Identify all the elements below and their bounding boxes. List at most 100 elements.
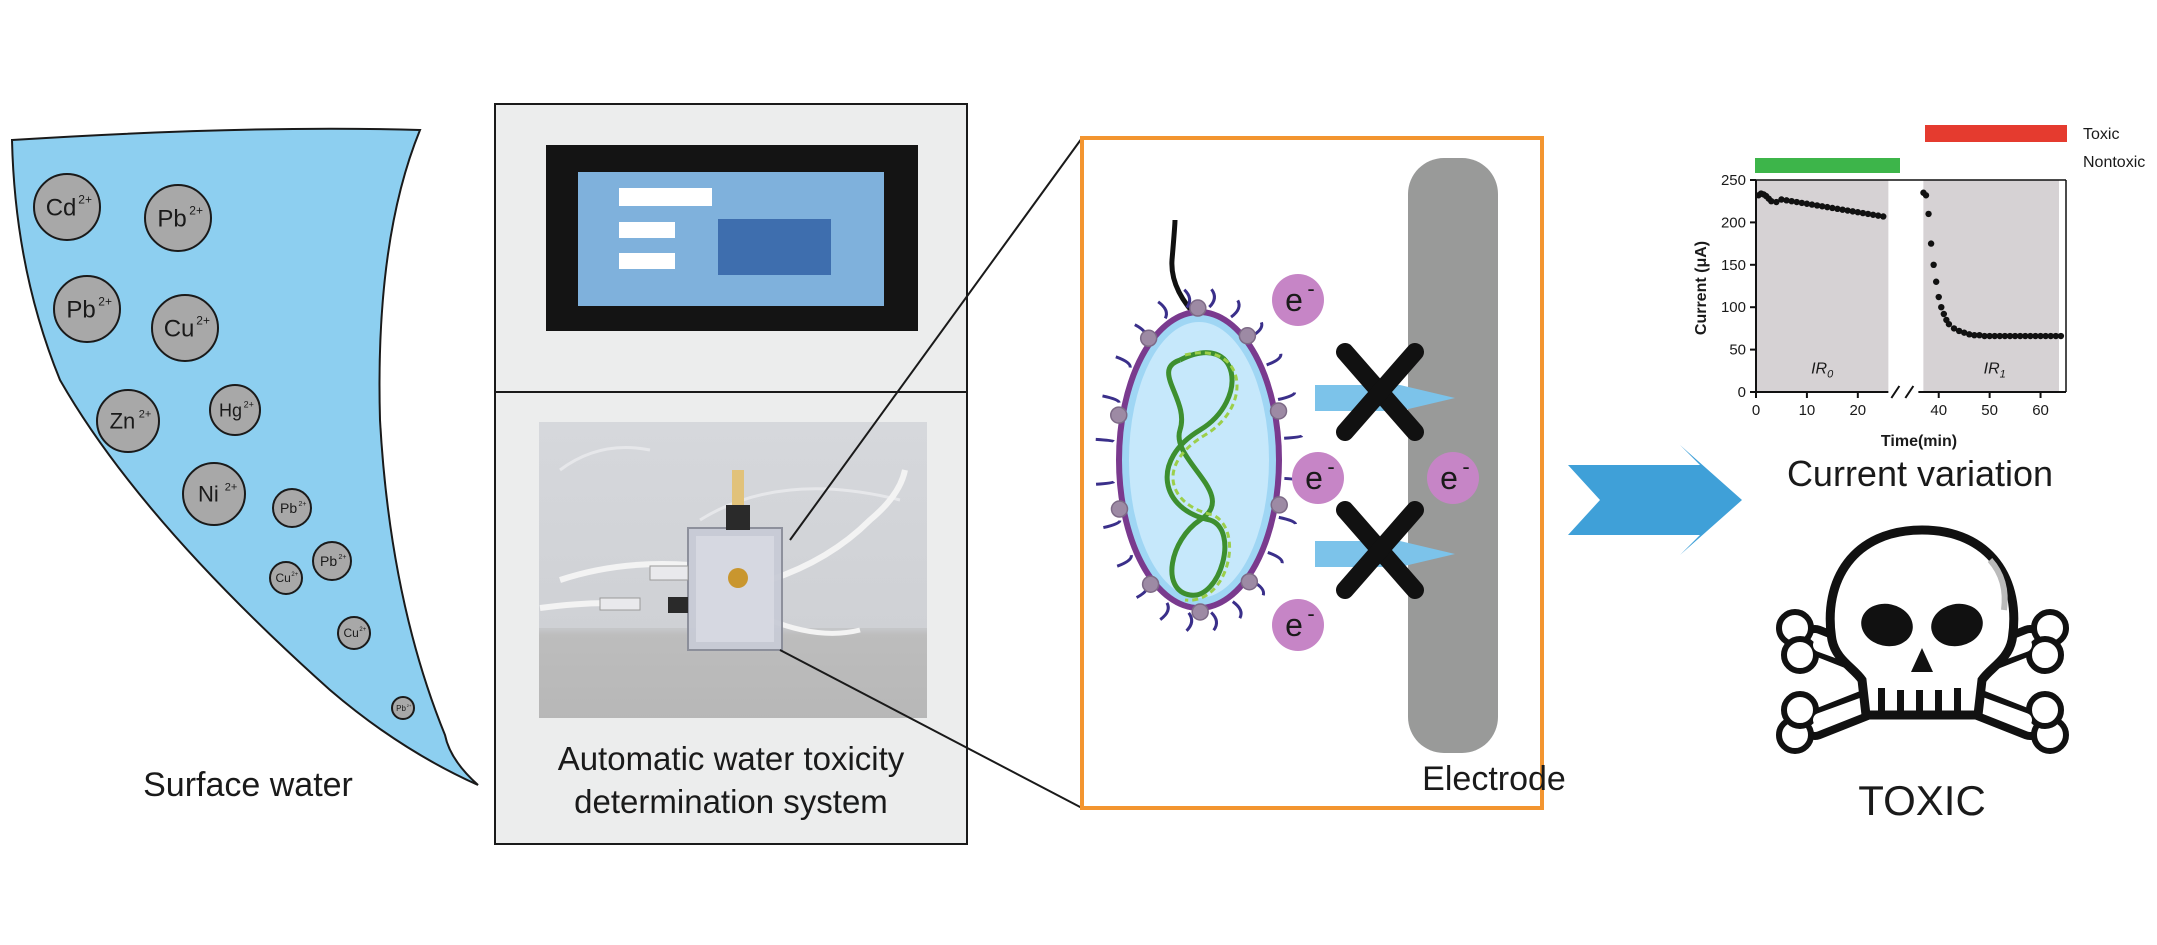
data-point [2032, 332, 2039, 340]
data-point [1783, 197, 1790, 204]
electron-icon: e- [1427, 452, 1479, 504]
cytochrome-icon [1240, 572, 1259, 591]
svg-text:e: e [1285, 282, 1303, 318]
data-point [1768, 198, 1775, 205]
screen-panel [718, 219, 831, 275]
toxic-phase-panel [1923, 180, 2059, 392]
data-point [1930, 261, 1937, 268]
data-point [2006, 332, 2014, 340]
ion-symbol: Pb [320, 553, 337, 569]
data-point [1808, 201, 1816, 208]
data-point [1986, 332, 1993, 340]
ion-symbol: Cd [46, 194, 77, 221]
chart-points [1755, 189, 2065, 340]
data-point [1844, 207, 1851, 214]
y-tick-label: 200 [1721, 214, 1746, 231]
data-point [1940, 310, 1948, 318]
x-tick-label: 60 [2032, 402, 2049, 419]
system-label-line1: Automatic water toxicity [558, 740, 905, 777]
y-tick-label: 150 [1721, 257, 1746, 274]
x-tick-label: 40 [1930, 402, 1947, 419]
cytochrome-icon [1270, 496, 1288, 514]
data-point [1778, 196, 1785, 203]
data-point [1927, 240, 1935, 247]
screen-bar-3 [619, 253, 675, 269]
data-point [1874, 212, 1882, 219]
svg-text:-: - [1462, 454, 1469, 479]
data-point [1793, 198, 1800, 206]
electron-group: e-e-e-e- [1272, 274, 1479, 651]
svg-text:-: - [1307, 276, 1314, 301]
panel-label-ir0: IR0 [1811, 360, 1834, 380]
cytochrome-icon [1191, 603, 1209, 621]
y-axis-label: Current (μA) [1693, 241, 1710, 335]
data-point [1829, 204, 1836, 212]
ion-symbol: Cu [343, 626, 358, 640]
cytochrome-icon [1189, 299, 1207, 317]
legend-toxic-label: Toxic [2083, 126, 2119, 143]
data-point [1981, 332, 1988, 340]
data-point [1773, 198, 1780, 206]
axis-break-mark [1890, 385, 1901, 399]
legend-toxic-bar [1925, 125, 2067, 142]
data-point [1813, 202, 1821, 209]
cytochrome-icon [1238, 327, 1257, 345]
data-point [1996, 332, 2004, 340]
ion-charge: 2+ [244, 399, 254, 409]
data-point [1788, 198, 1795, 205]
ion-symbol: Pb [66, 296, 95, 323]
data-point [1950, 325, 1958, 332]
cytochrome-icon [1141, 575, 1160, 593]
ion-charge: 2+ [189, 203, 203, 217]
x-axis-label: Time(min) [1881, 433, 1957, 450]
legend-nontoxic-bar [1755, 158, 1900, 173]
ion-symbol: Hg [219, 400, 242, 420]
ion-charge: 2+ [338, 554, 346, 561]
data-point [1834, 205, 1841, 213]
ion-symbol: Ni [198, 482, 219, 507]
x-tick-label: 0 [1752, 402, 1760, 419]
data-point [1818, 203, 1826, 210]
svg-text:e: e [1305, 460, 1323, 496]
electrode-label: Electrode [1422, 760, 1566, 798]
ion-symbol: Pb [396, 704, 406, 713]
data-point [2011, 332, 2019, 340]
ion-charge: 2+ [298, 501, 306, 508]
data-point [1798, 199, 1806, 207]
monitor-screen [546, 145, 918, 331]
zoom-line-bottom [779, 649, 1083, 809]
cytochrome-icon [1110, 500, 1129, 518]
ion-symbol: Cu [275, 571, 290, 585]
data-point [1960, 329, 1968, 336]
chart-caption: Current variation [1787, 453, 2053, 494]
data-point [1922, 192, 1930, 199]
toxic-label: TOXIC [1858, 777, 1986, 824]
svg-text:-: - [1307, 601, 1314, 626]
data-point [1955, 327, 1963, 335]
y-tick-label: 100 [1721, 299, 1746, 316]
data-point [1880, 213, 1887, 220]
electron-icon: e- [1292, 452, 1344, 504]
data-point [2042, 332, 2049, 340]
data-point [2001, 332, 2009, 340]
data-point [1966, 331, 1973, 338]
data-point [1824, 203, 1831, 211]
blocked-transfer-2 [1315, 501, 1455, 599]
ion-charge: 2+ [225, 482, 238, 494]
data-point [2016, 332, 2024, 340]
data-point [1971, 331, 1978, 339]
ion-ni-circle: Ni 2+ [182, 462, 246, 526]
svg-text:e: e [1440, 460, 1458, 496]
ion-symbol: Cu [164, 315, 195, 342]
x-tick-label: 10 [1799, 402, 1816, 419]
